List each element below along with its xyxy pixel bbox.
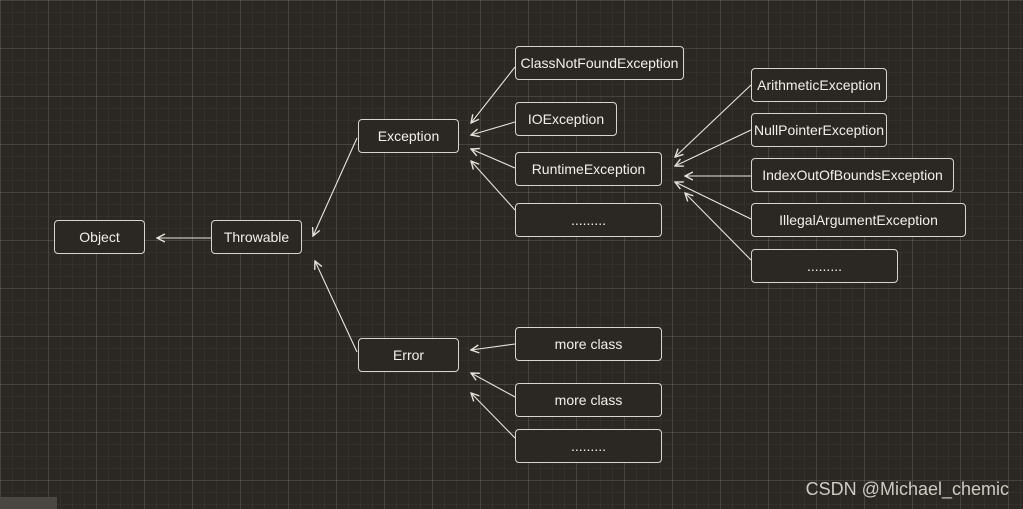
watermark: CSDN @Michael_chemic	[805, 479, 1009, 499]
node-exception: Exception	[358, 119, 459, 153]
arrow-arithmetic-to-runtime	[675, 84, 752, 157]
node-ioexception: IOException	[515, 102, 617, 136]
arrow-ioexception-to-exception	[471, 121, 516, 135]
node-exception-more: .........	[515, 203, 662, 237]
arrow-runtime-to-exception	[471, 149, 516, 169]
arrow-classnotfound-to-exception	[471, 66, 516, 123]
corner-strip	[0, 497, 57, 509]
node-runtimeexception: RuntimeException	[515, 152, 662, 186]
node-nullpointerexception: NullPointerException	[751, 113, 887, 147]
arrow-error-to-throwable	[315, 261, 358, 353]
arrow-more-class-2-to-error	[471, 373, 516, 398]
arrow-illegalargument-to-runtime	[675, 182, 752, 220]
arrow-nullpointer-to-runtime	[675, 129, 752, 166]
node-error-more-class-1: more class	[515, 327, 662, 361]
node-error-more-class-2: more class	[515, 383, 662, 417]
node-indexoutofboundsexception: IndexOutOfBoundsException	[751, 158, 954, 192]
node-throwable: Throwable	[211, 220, 302, 254]
arrow-runtime-more-to-runtime	[685, 193, 752, 261]
node-arithmeticexception: ArithmeticException	[751, 68, 887, 102]
node-object: Object	[54, 220, 145, 254]
arrow-exception-more-to-exception	[471, 161, 516, 211]
node-error: Error	[358, 338, 459, 372]
node-classnotfoundexception: ClassNotFoundException	[515, 46, 684, 80]
arrow-error-more-to-error	[471, 393, 516, 439]
node-illegalargumentexception: IllegalArgumentException	[751, 203, 966, 237]
arrow-more-class-1-to-error	[471, 343, 516, 350]
node-runtime-more: .........	[751, 249, 898, 283]
arrow-exception-to-throwable	[313, 137, 358, 236]
node-error-more: .........	[515, 429, 662, 463]
